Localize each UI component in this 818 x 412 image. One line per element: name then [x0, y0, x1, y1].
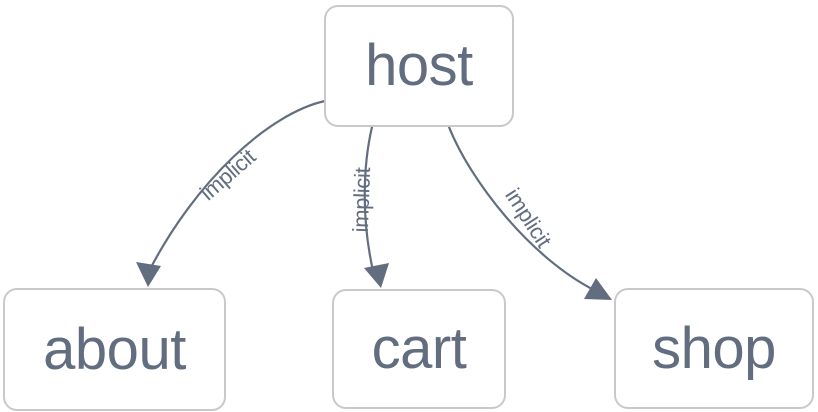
- edge-host-to-about[interactable]: [136, 99, 327, 287]
- edge-label-host-cart: implicit: [347, 167, 376, 233]
- node-host-label: host: [365, 33, 473, 98]
- arrow-head-icon: [136, 262, 161, 287]
- arrow-head-icon: [584, 278, 612, 300]
- node-shop[interactable]: shop: [614, 288, 814, 409]
- edge-label-host-about: implicit: [195, 143, 261, 206]
- node-host[interactable]: host: [324, 5, 514, 127]
- node-cart-label: cart: [371, 316, 467, 381]
- edge-label-host-shop: implicit: [500, 183, 557, 252]
- node-about-label: about: [43, 316, 186, 382]
- node-shop-label: shop: [652, 315, 776, 381]
- arrow-head-icon: [364, 263, 389, 288]
- node-cart[interactable]: cart: [332, 289, 506, 409]
- edge-path-host-about: [145, 99, 327, 277]
- node-about[interactable]: about: [3, 288, 226, 411]
